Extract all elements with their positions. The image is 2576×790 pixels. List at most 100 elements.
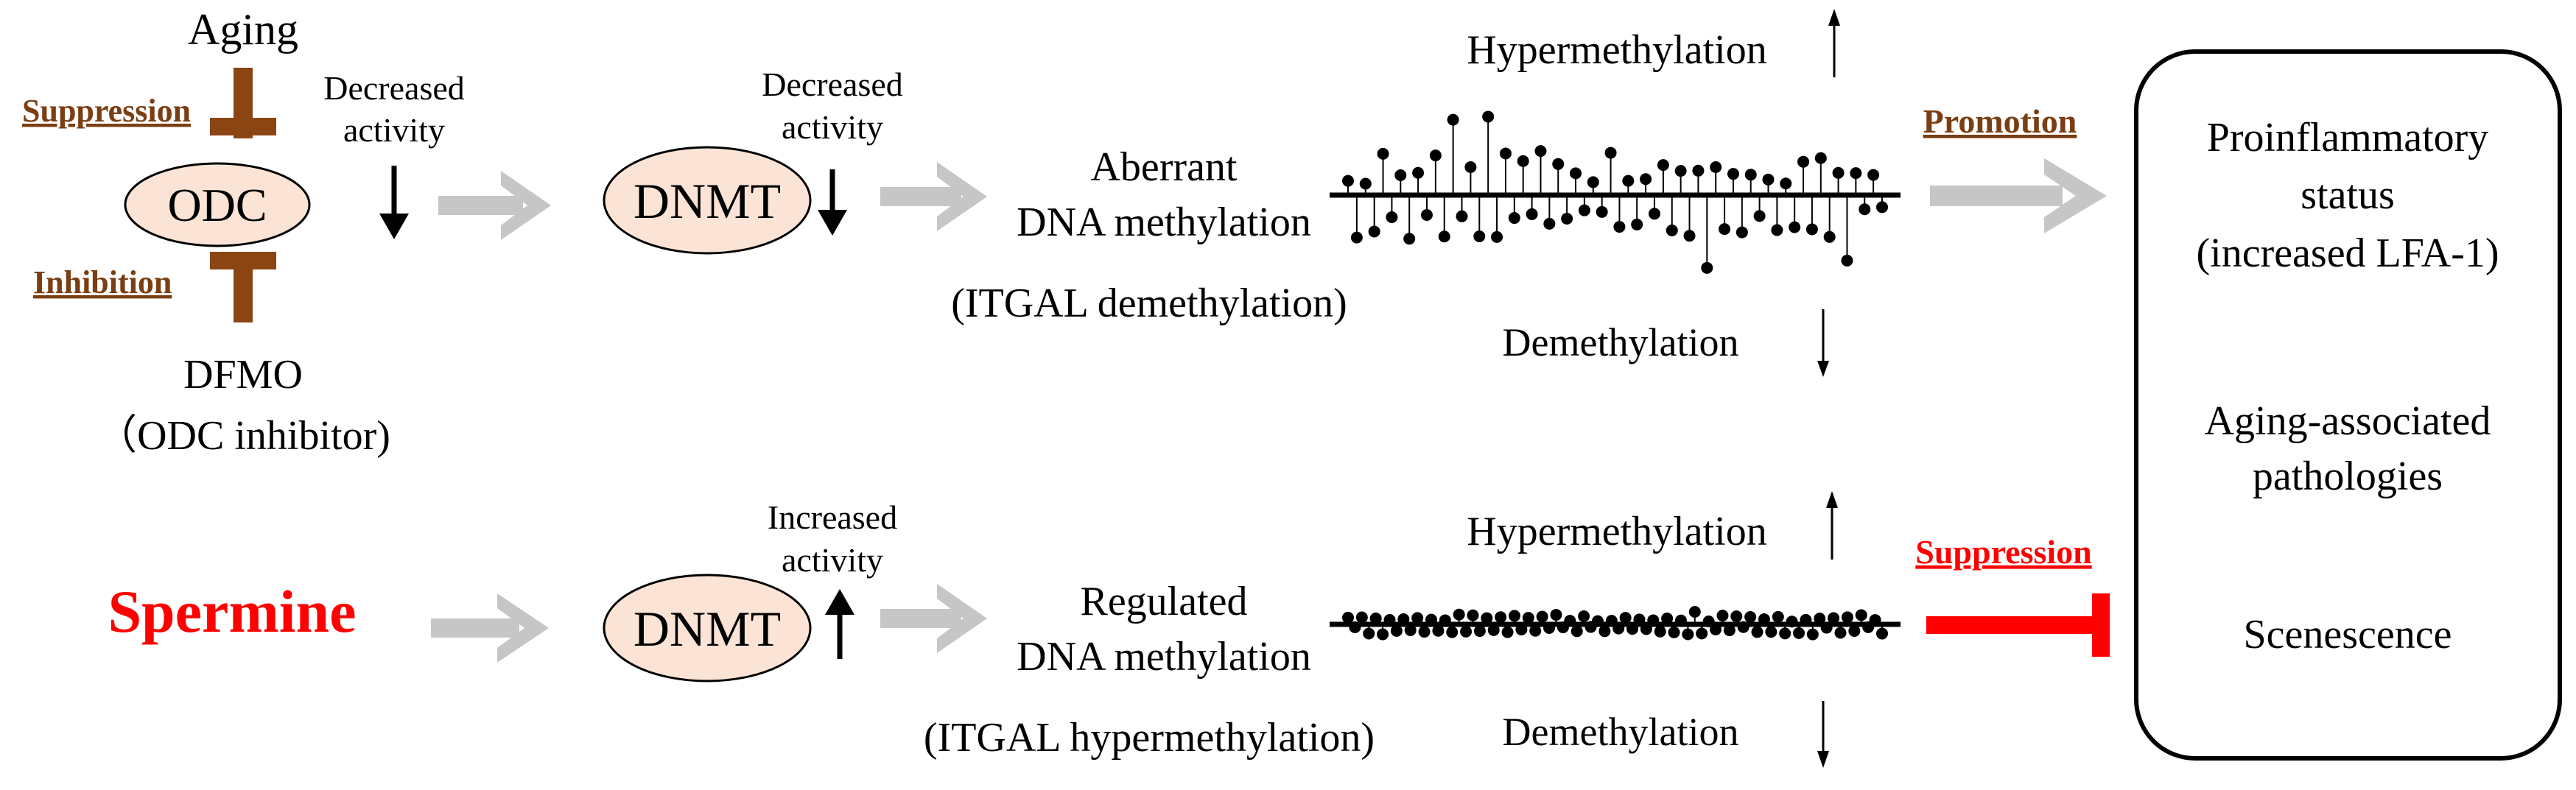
methylation-site-dot [1453,608,1465,621]
methylation-site-dot [1668,626,1680,638]
methylation-site-dot [1869,614,1881,627]
methylation-site-dot [1552,158,1565,170]
dnmt-activity-bottom-1: Increased [768,498,897,536]
methylation-site-dot [1587,176,1599,188]
methylation-site-dot [1529,624,1542,637]
dnmt-label-top: DNMT [634,173,781,229]
methylation-site-dot [1654,625,1666,638]
methylation-site-dot [1355,611,1368,624]
demeth-down-arrow-icon-top [1817,309,1829,377]
methylation-site-dot [1550,609,1562,621]
methylation-site-dot [1481,612,1493,624]
gray-right-arrow-icon-2 [880,162,987,231]
methylation-site-dot [1640,173,1652,186]
dnmt-activity-top-2: activity [782,108,883,146]
dfmo-note: （ODC inhibitor) [96,413,390,459]
methylation-site-dot [1619,612,1632,624]
dnmt-up-arrow-icon [825,589,854,659]
methylation-site-dot [1814,152,1827,164]
odc-activity-text-1: Decreased [323,69,465,107]
methylation-site-dot [1692,164,1705,177]
methylation-site-dot [1429,149,1442,162]
dnmt-activity-top-1: Decreased [762,66,903,103]
methylation-site-dot [1377,147,1389,160]
methylation-site-dot [1758,613,1770,625]
methylation-site-dot [1612,622,1625,635]
methylation-site-dot [1515,623,1528,635]
demeth-label-bottom: Demethylation [1503,710,1739,754]
demeth-label-top: Demethylation [1503,320,1739,364]
methylation-site-dot [1411,612,1424,624]
demeth-down-arrow-icon-bottom [1817,701,1829,768]
methylation-site-dot [1626,623,1639,635]
outcome-top-2: DNA methylation [1017,200,1311,245]
suppression-label-top: Suppression [22,93,191,129]
methylation-site-dot [1564,615,1576,627]
dnmt-activity-bottom-2: activity [782,541,883,579]
methylation-site-dot [1377,628,1389,641]
methylation-site-dot [1526,208,1538,220]
methylation-site-dot [1674,614,1687,627]
methylation-site-dot [1501,626,1514,638]
promotion-label: Promotion [1923,102,2077,140]
methylation-site-dot [1456,210,1468,222]
methylation-site-dot [1744,611,1757,624]
methylation-site-dot [1719,223,1731,236]
methylation-site-dot [1464,161,1477,173]
lollipop-methylation-plot-bottom [1330,605,1901,641]
methylation-site-dot [1683,230,1696,242]
methylation-site-dot [1342,174,1354,187]
methylation-site-dot [1438,230,1450,243]
methylation-site-dot [1499,147,1512,160]
methylation-site-dot [1674,165,1687,177]
dnmt-oval-top [603,146,812,255]
methylation-site-dot [1834,627,1847,639]
odc-label: ODC [167,179,267,231]
methylation-site-dot [1622,174,1635,187]
methylation-site-dot [1640,623,1652,635]
methylation-site-dot [1848,625,1861,638]
methylation-site-dot [1823,230,1836,243]
methylation-site-dot [1578,610,1590,622]
methylation-site-dot [1661,613,1674,625]
methylation-site-dot [1350,231,1363,244]
methylation-site-dot [1522,612,1534,624]
methylation-site-dot [1841,254,1853,267]
methylation-site-dot [1688,605,1701,618]
methylation-site-dot [1517,155,1529,167]
methylation-site-dot [1876,201,1888,214]
methylation-site-dot [1765,626,1777,638]
methylation-site-dot [1737,621,1749,633]
methylation-site-dot [1432,624,1445,637]
gray-right-arrow-icon-3 [1930,158,2107,233]
methylation-site-dot [1369,612,1382,624]
methylation-site-dot [1420,208,1433,221]
dnmt-label-bottom: DNMT [634,601,781,657]
methylation-site-dot [1789,221,1801,233]
methylation-site-dot [1744,169,1757,181]
outcome-item3: Scenescence [2244,612,2452,657]
methylation-site-dot [1793,627,1805,639]
lollipop-methylation-plot-top [1330,110,1901,274]
methylation-site-dot [1473,230,1486,242]
aging-suppression-inhibition-bar-icon [210,68,276,138]
outcome-item1-line3: (increased LFA-1) [2196,230,2499,276]
methylation-site-dot [1578,204,1590,216]
odc-down-arrow-icon [379,166,409,239]
methylation-site-dot [1439,614,1451,627]
outcome-item2-line1: Aging-associated [2205,398,2491,444]
methylation-site-dot [1495,611,1507,624]
red-inhibition-bar-icon [1926,593,2110,657]
methylation-site-dot [1349,621,1361,633]
outcome-bottom-1: Regulated [1080,579,1247,624]
methylation-site-dot [1591,615,1604,627]
methylation-site-dot [1508,610,1520,622]
gray-right-arrow-icon-5 [880,584,987,653]
methylation-site-dot [1841,611,1853,624]
methylation-site-dot [1460,625,1473,638]
methylation-site-dot [1859,203,1871,216]
methylation-site-dot [1710,161,1722,174]
hyper-up-arrow-icon-top [1828,9,1840,77]
methylation-site-dot [1723,624,1736,637]
methylation-site-dot [1832,166,1845,179]
